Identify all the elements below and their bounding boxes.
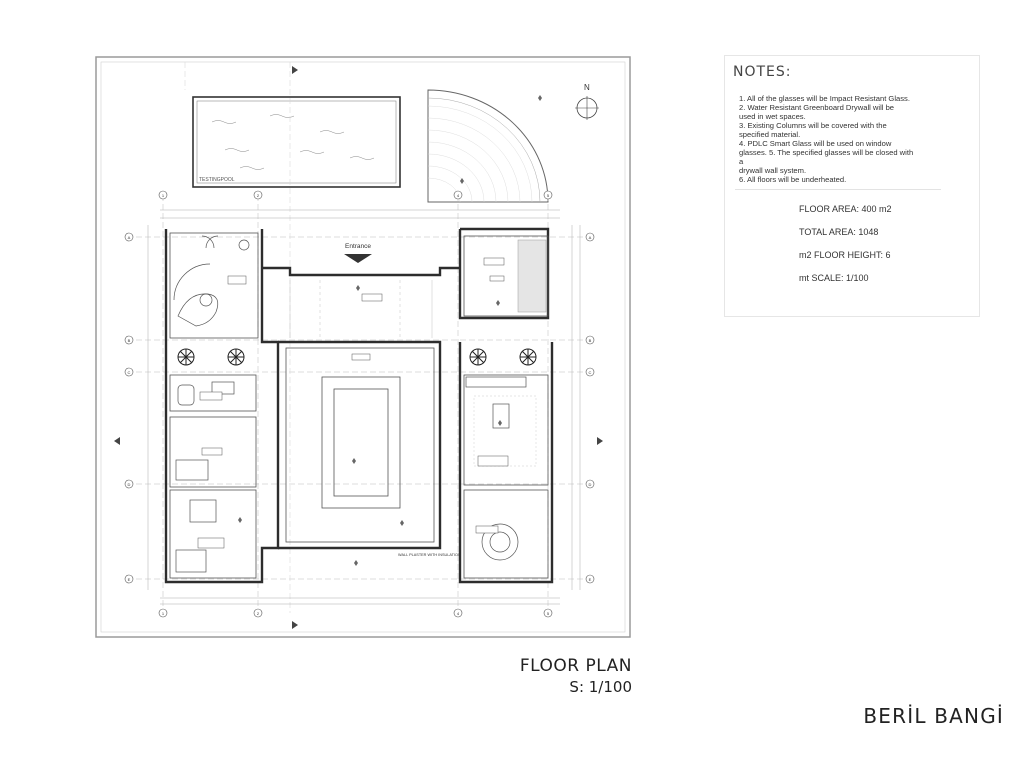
note-line: specified material. [739, 130, 801, 139]
north-label: N [584, 83, 590, 92]
grid-label-c-left: C [128, 370, 131, 375]
exterior-walls [164, 227, 554, 584]
notes-divider [735, 189, 941, 190]
courtyard-paving [289, 280, 433, 338]
note-line: 2. Water Resistant Greenboard Drywall wi… [739, 103, 895, 112]
grid-bubble-labels: A A B B C C D D E E 1 2 4 5 1 2 4 5 [128, 193, 592, 616]
grid-label-a-left: A [128, 235, 131, 240]
grid-label-b-right: B [589, 338, 592, 343]
grid-label-a-right: A [589, 235, 592, 240]
grid-label-1-top: 1 [162, 193, 165, 198]
grid-label-c-right: C [589, 370, 592, 375]
grid-label-4-bottom: 4 [457, 611, 460, 616]
entrance: Entrance [344, 243, 372, 263]
floor-height-spec: m2 FLOOR HEIGHT: 6 [799, 250, 891, 260]
entrance-label: Entrance [345, 243, 371, 250]
note-line: 4. PDLC Smart Glass will be used on wind… [739, 139, 892, 148]
grid-label-d-left: D [128, 482, 131, 487]
note-line: glasses. 5. The specified glasses will b… [739, 148, 914, 157]
drawing-scale: S: 1/100 [569, 678, 632, 696]
section-markers [114, 66, 603, 629]
window-glazing [517, 239, 547, 313]
drawing-title: FLOOR PLAN [519, 656, 632, 676]
note-line: a [739, 157, 744, 166]
grid-label-b-left: B [128, 338, 131, 343]
note-line: 1. All of the glasses will be Impact Res… [739, 94, 910, 103]
note-line: 3. Existing Columns will be covered with… [739, 121, 887, 130]
grid-label-4-top: 4 [457, 193, 460, 198]
round-deck [427, 89, 549, 203]
pool-label: TESTINGPOOL [199, 177, 235, 183]
grid-lines [136, 62, 590, 613]
note-line: 6. All floors will be underheated. [739, 175, 847, 184]
interior-walls [169, 232, 549, 579]
grid-label-2-bottom: 2 [257, 611, 260, 616]
grid-label-e-right: E [589, 577, 592, 582]
pool: TESTINGPOOL [192, 96, 401, 188]
dimension-lines [147, 209, 581, 605]
grid-label-e-left: E [128, 577, 131, 582]
total-area-spec: TOTAL AREA: 1048 [799, 227, 879, 237]
scale-spec: mt SCALE: 1/100 [799, 273, 869, 283]
grid-bubbles [124, 190, 595, 618]
notes-title: NOTES: [733, 64, 792, 80]
plants [177, 348, 537, 366]
site-inner-boundary [100, 61, 626, 633]
grid-label-1-bottom: 1 [162, 611, 165, 616]
grid-label-5-top: 5 [547, 193, 550, 198]
notes-panel: NOTES: 1. All of the glasses will be Imp… [724, 55, 980, 317]
grid-label-d-right: D [589, 482, 592, 487]
spot-markers [238, 95, 542, 566]
grid-label-5-bottom: 5 [547, 611, 550, 616]
grid-label-2-top: 2 [257, 193, 260, 198]
floor-area-spec: FLOOR AREA: 400 m2 [799, 204, 892, 214]
wall-note: WALL PLASTER WITH INSULATION [398, 553, 461, 557]
site-boundary [95, 56, 631, 638]
note-line: drywall wall system. [739, 166, 807, 175]
level-tags [197, 257, 509, 549]
notes-list: 1. All of the glasses will be Impact Res… [739, 94, 937, 184]
author-name: BERİL BANGİ [863, 704, 1004, 728]
furniture [173, 235, 537, 573]
north-arrow: N [575, 83, 599, 120]
note-line: used in wet spaces. [739, 112, 806, 121]
